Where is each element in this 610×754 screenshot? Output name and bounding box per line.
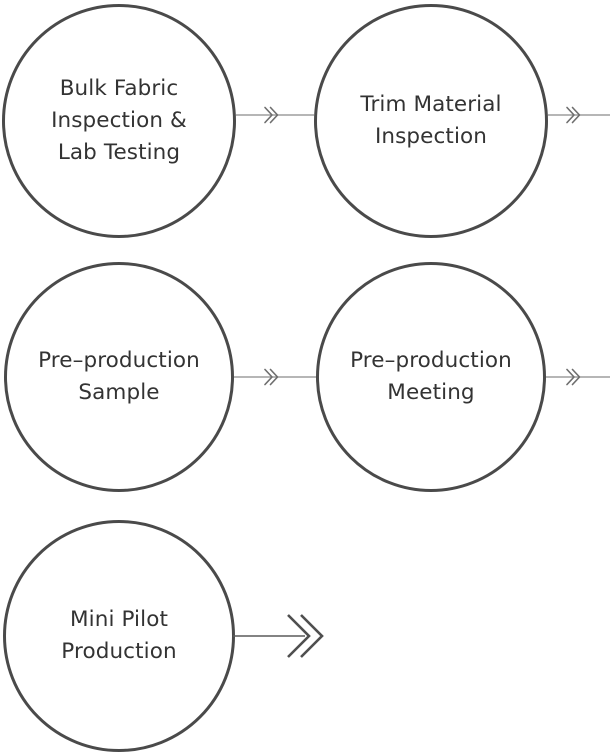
chevron-right-icon <box>264 106 279 124</box>
connector-bulk-fabric-to-trim-material <box>236 100 314 130</box>
node-label: Trim Material Inspection <box>360 92 502 149</box>
node-mini-pilot-production[interactable]: Mini Pilot Production <box>3 520 235 752</box>
node-label: Pre–production Sample <box>38 348 200 405</box>
connector-trim-material-to-next <box>548 100 610 130</box>
chevron-right-icon <box>566 368 581 386</box>
chevron-right-icon <box>566 106 581 124</box>
connector-pre-production-sample-to-meeting <box>234 362 316 392</box>
chevron-right-icon <box>264 368 279 386</box>
node-bulk-fabric-inspection-lab-testing[interactable]: Bulk Fabric Inspection & Lab Testing <box>2 4 236 238</box>
node-pre-production-meeting[interactable]: Pre–production Meeting <box>316 262 546 492</box>
node-label: Pre–production Meeting <box>350 348 512 405</box>
connector-pre-production-meeting-to-next <box>546 362 610 392</box>
chevron-right-icon <box>287 614 324 658</box>
node-trim-material-inspection[interactable]: Trim Material Inspection <box>314 4 548 238</box>
node-label: Mini Pilot Production <box>61 607 177 664</box>
node-label: Bulk Fabric Inspection & Lab Testing <box>51 76 187 165</box>
connector-mini-pilot-production-to-next <box>233 608 324 664</box>
node-pre-production-sample[interactable]: Pre–production Sample <box>4 262 234 492</box>
